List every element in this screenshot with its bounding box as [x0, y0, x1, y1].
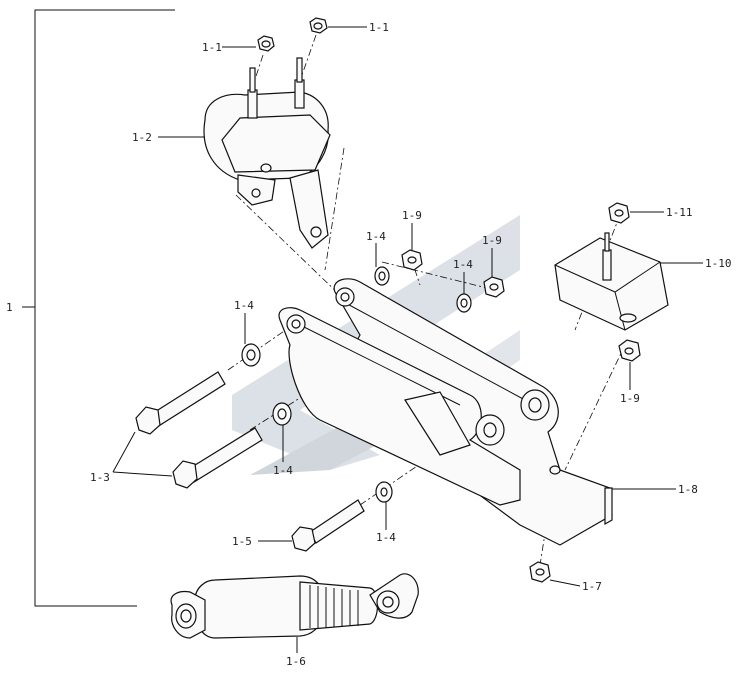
label-nut-a: 1-1 — [202, 41, 222, 54]
bolt-1-3-lower — [172, 427, 263, 489]
label-bolts: 1-3 — [90, 471, 110, 484]
label-shock-absorber: 1-6 — [286, 655, 306, 668]
label-nut-b: 1-1 — [369, 21, 389, 34]
label-rubber-mount: 1-10 — [705, 257, 732, 270]
nut-1-7 — [529, 561, 551, 583]
washer-1-4-e — [375, 481, 393, 503]
label-nut-e: 1-9 — [620, 392, 640, 405]
swing-arm-1-8 — [278, 278, 613, 546]
label-upper-mount: 1-2 — [132, 131, 152, 144]
nut-1-9-c — [618, 339, 641, 362]
label-washer-b: 1-4 — [453, 258, 473, 271]
nut-1-9-a — [401, 249, 423, 271]
washer-1-4-c — [241, 343, 261, 367]
washer-1-4-b — [456, 293, 472, 313]
root-bracket: 1 — [6, 9, 175, 607]
bolt-1-3-upper — [135, 371, 226, 435]
label-washer-d: 1-4 — [273, 464, 293, 477]
nut-1-11 — [608, 202, 630, 224]
label-nut-c: 1-9 — [402, 209, 422, 222]
label-mount-nut: 1-11 — [666, 206, 693, 219]
rubber-mount-1-10 — [554, 232, 669, 331]
label-nut-d: 1-9 — [482, 234, 502, 247]
nut-1-1-right — [309, 17, 328, 34]
label-washer-a: 1-4 — [366, 230, 386, 243]
upper-mount-1-2 — [203, 57, 331, 249]
label-washer-e: 1-4 — [376, 531, 396, 544]
label-bolt-short: 1-5 — [232, 535, 252, 548]
washer-1-4-a — [374, 266, 390, 286]
label-nut-bottom: 1-7 — [582, 580, 602, 593]
washer-1-4-d — [272, 402, 292, 426]
label-washer-c: 1-4 — [234, 299, 254, 312]
bolt-1-5 — [291, 499, 365, 552]
label-arm: 1-8 — [678, 483, 698, 496]
shock-absorber-1-6 — [170, 573, 419, 639]
nut-1-1-left — [257, 35, 275, 52]
label-root: 1 — [6, 301, 13, 314]
nut-1-9-b — [483, 276, 505, 298]
